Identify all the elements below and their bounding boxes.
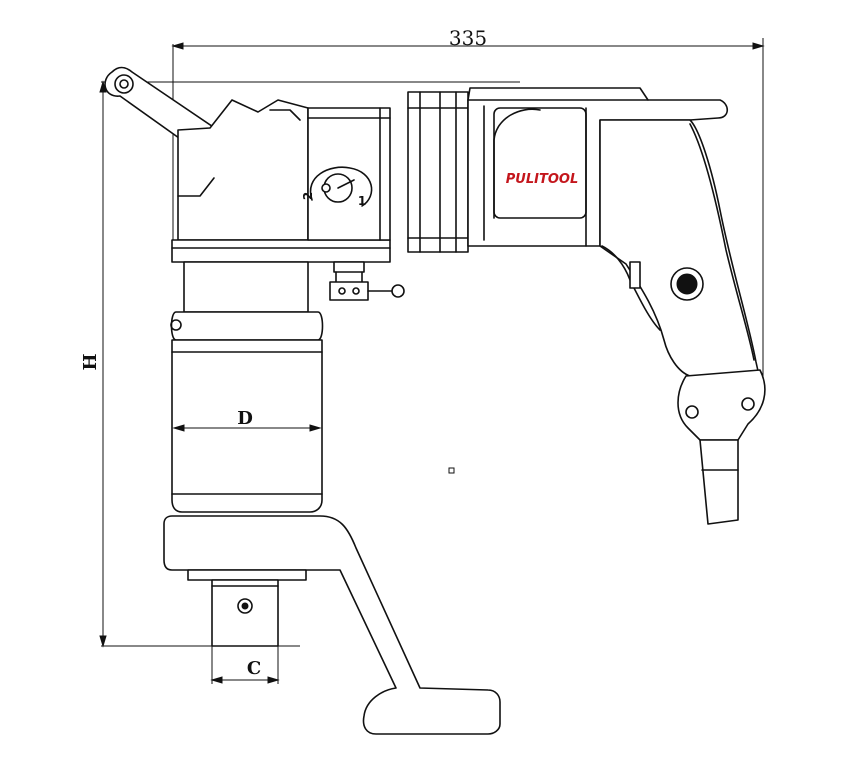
speed-selector: 2 1 — [301, 166, 373, 208]
square-drive — [211, 579, 279, 647]
center-marker — [448, 467, 455, 474]
diameter-label: D — [237, 408, 253, 429]
square-drive-label: C — [247, 658, 261, 679]
clamp-collar — [407, 91, 469, 253]
height-dimension: H — [80, 80, 520, 648]
gearbox-housing — [170, 261, 324, 513]
width-value: 335 — [449, 26, 487, 50]
height-label: H — [80, 353, 101, 370]
gear-head: 2 1 — [171, 99, 405, 301]
square-drive-dimension: C — [210, 646, 280, 684]
selector-label-1: 1 — [358, 194, 366, 208]
pistol-grip — [599, 119, 761, 381]
diameter-dimension: D — [172, 408, 322, 432]
cable-guard — [677, 369, 766, 525]
width-dimension: 335 — [171, 26, 765, 400]
brand-logo: PULITOOL — [506, 172, 578, 187]
selector-label-2: 2 — [301, 192, 315, 200]
